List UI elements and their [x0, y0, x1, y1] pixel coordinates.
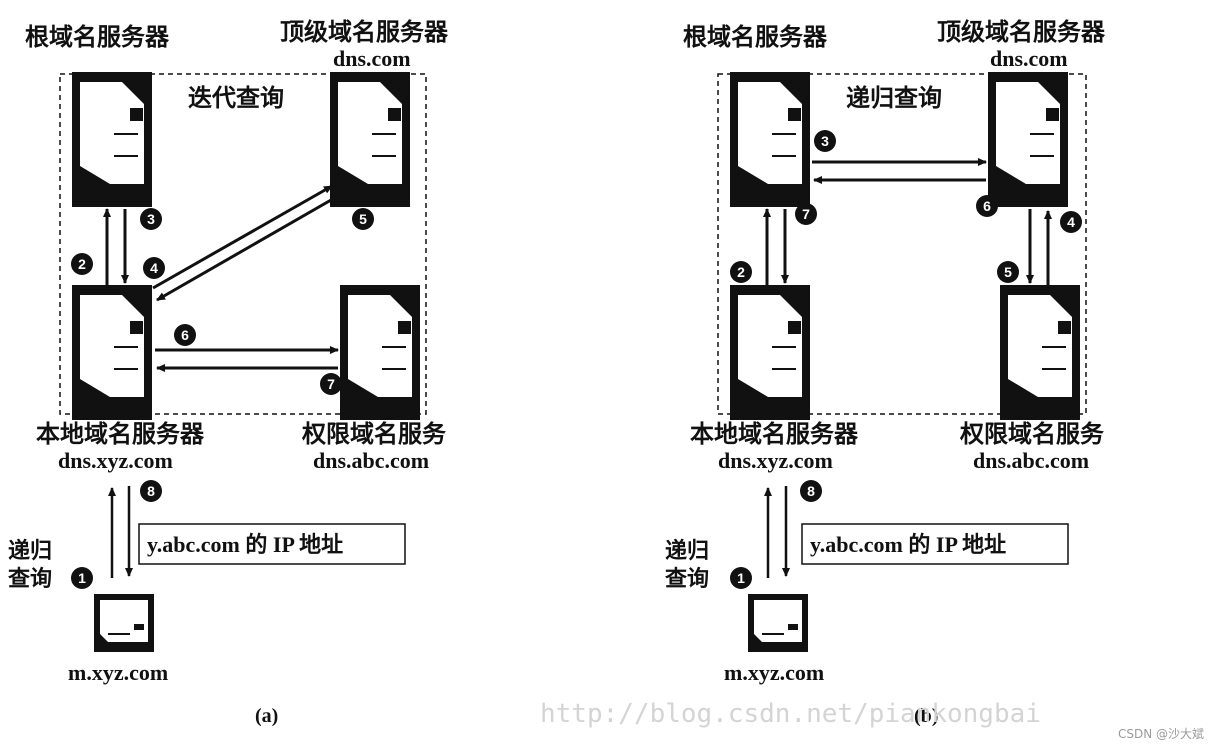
- step-badge: 7: [795, 203, 817, 225]
- step-badge: 5: [352, 208, 374, 230]
- tld-server-icon: [329, 71, 411, 208]
- query-type-label: 迭代查询: [188, 84, 284, 112]
- auth-server-host: dns.abc.com: [313, 448, 429, 473]
- watermark: http://blog.csdn.net/piankongbai: [540, 699, 1041, 729]
- svg-text:5: 5: [359, 211, 367, 227]
- client-query-label: 递归: [8, 538, 52, 564]
- root-server-label: 根域名服务器: [25, 23, 170, 51]
- svg-text:6: 6: [983, 198, 991, 214]
- local-server-icon: [71, 284, 153, 421]
- auth-server-host: dns.abc.com: [973, 448, 1089, 473]
- local-server-icon: [729, 284, 811, 421]
- step-badge: 6: [174, 324, 196, 346]
- auth-server-label: 权限域名服务: [959, 420, 1105, 448]
- svg-text:7: 7: [327, 376, 335, 392]
- panel-b: 根域名服务器 顶级域名服务器 dns.com 递归查询 3 7 2 6 4 5 …: [665, 18, 1106, 727]
- svg-text:6: 6: [181, 327, 189, 343]
- root-server-icon: [71, 71, 153, 208]
- answer-text: y.abc.com 的 IP 地址: [147, 532, 343, 557]
- step-badge: 4: [143, 257, 165, 279]
- root-server-label: 根域名服务器: [683, 23, 828, 51]
- auth-server-label: 权限域名服务: [301, 420, 447, 448]
- answer-text: y.abc.com 的 IP 地址: [810, 532, 1006, 557]
- local-server-label: 本地域名服务器: [690, 420, 859, 448]
- credit: CSDN @沙大斌: [1118, 727, 1204, 741]
- tld-server-label: 顶级域名服务器: [280, 18, 449, 46]
- client-icon: [747, 593, 809, 653]
- query-type-label: 递归查询: [846, 84, 942, 112]
- svg-text:2: 2: [737, 264, 745, 280]
- zone-boundary: [59, 73, 427, 415]
- panel-caption: (b): [914, 705, 938, 727]
- svg-text:3: 3: [821, 133, 829, 149]
- step-badge: 1: [730, 567, 752, 589]
- svg-text:2: 2: [78, 256, 86, 272]
- client-host: m.xyz.com: [724, 660, 824, 685]
- auth-server-icon: [339, 284, 421, 421]
- local-server-label: 本地域名服务器: [36, 420, 205, 448]
- zone-boundary: [717, 73, 1087, 415]
- svg-text:5: 5: [1004, 264, 1012, 280]
- root-server-icon: [729, 71, 811, 208]
- tld-server-label: 顶级域名服务器: [937, 18, 1106, 46]
- client-host: m.xyz.com: [68, 660, 168, 685]
- step-badge: 8: [800, 480, 822, 502]
- svg-text:1: 1: [78, 570, 86, 586]
- step-badge: 6: [976, 195, 998, 217]
- svg-text:4: 4: [1067, 214, 1075, 230]
- client-query-label: 查询: [8, 566, 52, 592]
- step-badge: 2: [71, 253, 93, 275]
- tld-server-host: dns.com: [990, 46, 1068, 71]
- step-badge: 8: [140, 480, 162, 502]
- tld-server-icon: [987, 71, 1069, 208]
- client-query-label: 查询: [665, 566, 709, 592]
- svg-text:1: 1: [737, 570, 745, 586]
- answer-box: [801, 523, 1069, 565]
- step-badge: 5: [997, 261, 1019, 283]
- svg-text:4: 4: [150, 260, 158, 276]
- svg-text:3: 3: [147, 211, 155, 227]
- local-server-host: dns.xyz.com: [718, 448, 833, 473]
- panel-a: 根域名服务器 顶级域名服务器 dns.com 迭代查询 3 2 4 5 6 7 …: [8, 18, 449, 727]
- svg-text:7: 7: [802, 206, 810, 222]
- svg-text:8: 8: [147, 483, 155, 499]
- step-badge: 3: [140, 208, 162, 230]
- client-icon: [93, 593, 155, 653]
- step-badge: 2: [730, 261, 752, 283]
- step-badge: 3: [814, 130, 836, 152]
- step-badge: 4: [1060, 211, 1082, 233]
- tld-server-host: dns.com: [333, 46, 411, 71]
- auth-server-icon: [999, 284, 1081, 421]
- client-query-label: 递归: [665, 538, 709, 564]
- panel-caption: (a): [255, 705, 278, 727]
- answer-box: [138, 523, 406, 565]
- local-server-host: dns.xyz.com: [58, 448, 173, 473]
- svg-text:8: 8: [807, 483, 815, 499]
- step-badge: 1: [71, 567, 93, 589]
- step-badge: 7: [320, 373, 342, 395]
